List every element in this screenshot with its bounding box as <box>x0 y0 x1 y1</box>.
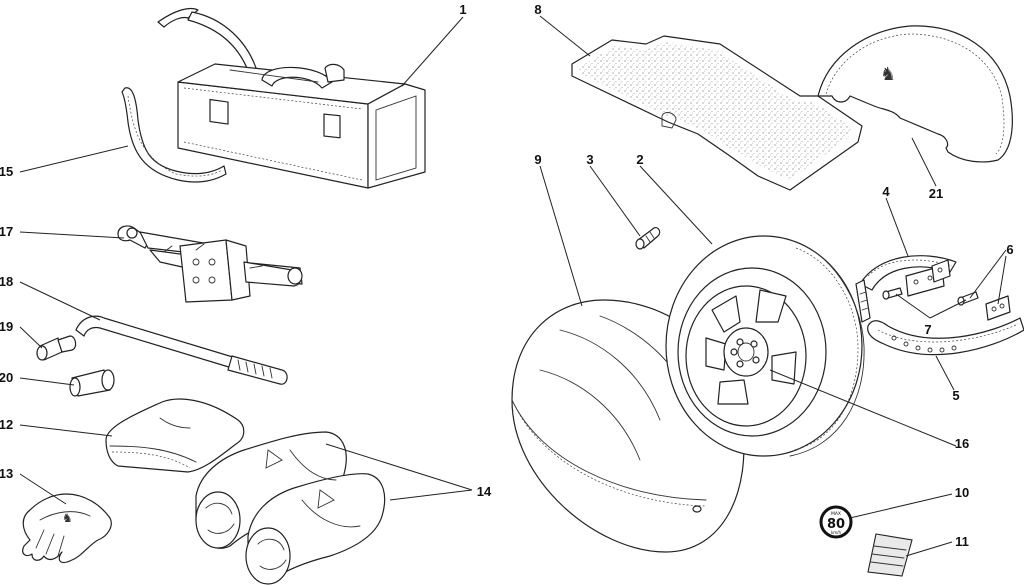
callout-2: 2 <box>636 152 643 167</box>
valve <box>635 227 661 250</box>
instruction-label <box>867 533 913 577</box>
callout-numbers: 1 2 3 4 5 6 7 8 9 10 11 12 13 14 15 16 1… <box>0 2 1014 549</box>
callout-12: 12 <box>0 417 13 432</box>
strap <box>121 87 227 183</box>
callout-16: 16 <box>955 436 969 451</box>
speed-label-top: MAX <box>831 511 841 517</box>
svg-text:♞: ♞ <box>62 511 73 525</box>
svg-text:♞: ♞ <box>880 64 896 85</box>
upper-bracket-strap <box>855 255 957 323</box>
callout-14: 14 <box>477 484 492 499</box>
callout-1: 1 <box>459 2 466 17</box>
callout-19: 19 <box>0 319 13 334</box>
spare-wheel <box>665 235 865 457</box>
speed-label-bottom: km/h <box>831 530 842 535</box>
callout-7: 7 <box>924 322 931 337</box>
socket-adapter <box>36 335 77 361</box>
wheel-covers <box>195 431 386 585</box>
scissor-jack <box>117 225 303 303</box>
fixing-screw <box>882 287 979 306</box>
speed-limit-label: MAX 80 km/h <box>819 505 853 539</box>
callout-17: 17 <box>0 224 13 239</box>
callout-4: 4 <box>882 184 890 199</box>
callout-5: 5 <box>952 388 959 403</box>
callout-9: 9 <box>534 152 541 167</box>
wheel-wrench <box>75 315 288 385</box>
callout-13: 13 <box>0 466 13 481</box>
callout-20: 20 <box>0 370 13 385</box>
callout-6: 6 <box>1006 242 1013 257</box>
leader-lines <box>19 15 1007 557</box>
cloth-pouch <box>105 398 245 473</box>
wheel-bolt-socket <box>69 369 115 397</box>
callout-10: 10 <box>955 485 969 500</box>
speed-label-number: 80 <box>827 517 845 532</box>
gloves: ♞ <box>22 493 112 564</box>
callout-3: 3 <box>586 152 593 167</box>
spare-wheel-cover: ♞ <box>817 25 1013 163</box>
callout-15: 15 <box>0 164 13 179</box>
tool-bag <box>157 7 426 189</box>
small-bracket <box>985 295 1011 321</box>
lower-strap <box>867 317 1024 356</box>
floor-mat <box>571 35 863 191</box>
callout-8: 8 <box>534 2 541 17</box>
callout-11: 11 <box>955 534 969 549</box>
callout-18: 18 <box>0 274 13 289</box>
callout-21: 21 <box>929 186 943 201</box>
